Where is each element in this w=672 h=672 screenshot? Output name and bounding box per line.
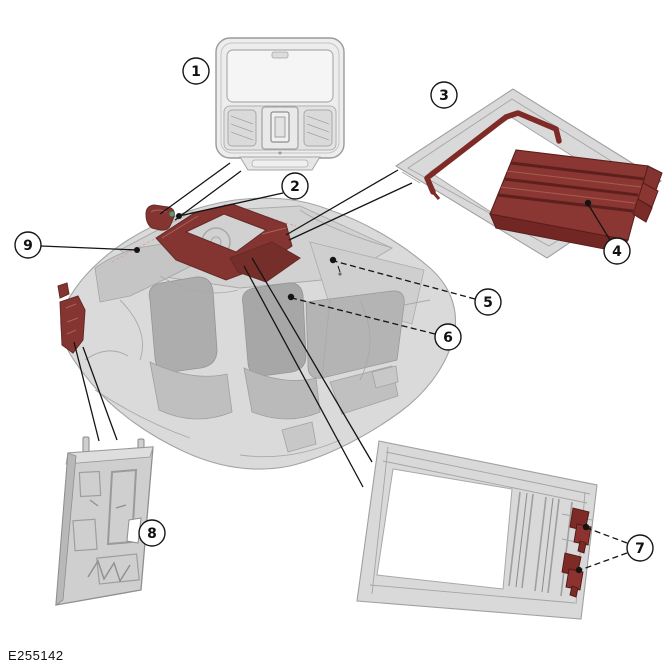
vehicle-body-ghost — [57, 197, 457, 470]
part-overhead-console — [215, 37, 345, 171]
sunglasses-door — [226, 49, 334, 103]
frame-detail-opening — [376, 468, 513, 590]
svg-text:7: 7 — [635, 541, 645, 557]
seat — [148, 276, 218, 373]
callout-5: 5 — [474, 288, 502, 316]
side-panel-highlight — [57, 282, 86, 354]
callout-9: 9 — [14, 231, 42, 259]
svg-text:8: 8 — [147, 526, 157, 542]
part-module-panel — [55, 436, 154, 606]
part-sunroof-frame-detail — [356, 440, 598, 620]
sunroof-seal-highlight — [424, 110, 562, 195]
rear-seat — [305, 290, 405, 379]
callouts: 1 2 3 4 5 6 7 8 — [14, 57, 654, 562]
callout-3: 3 — [430, 81, 458, 109]
callout-2: 2 — [281, 172, 309, 200]
svg-text:3: 3 — [439, 88, 449, 104]
figure-code: E255142 — [8, 648, 64, 663]
svg-text:9: 9 — [23, 238, 33, 254]
console-bracket-highlight — [145, 204, 175, 231]
svg-text:2: 2 — [290, 179, 300, 195]
svg-text:1: 1 — [191, 64, 201, 80]
callout-1: 1 — [182, 57, 210, 85]
svg-text:4: 4 — [612, 244, 622, 260]
leader-lines — [40, 162, 628, 574]
part-sunroof-glass-frame-and-blind — [394, 88, 663, 259]
svg-text:6: 6 — [443, 330, 453, 346]
svg-text:5: 5 — [483, 295, 493, 311]
sunroof-blind-highlight — [489, 149, 663, 253]
callout-8: 8 — [138, 519, 166, 547]
callout-6: 6 — [434, 323, 462, 351]
callout-4: 4 — [603, 237, 631, 265]
green-clip — [169, 211, 175, 217]
callout-7: 7 — [626, 534, 654, 562]
